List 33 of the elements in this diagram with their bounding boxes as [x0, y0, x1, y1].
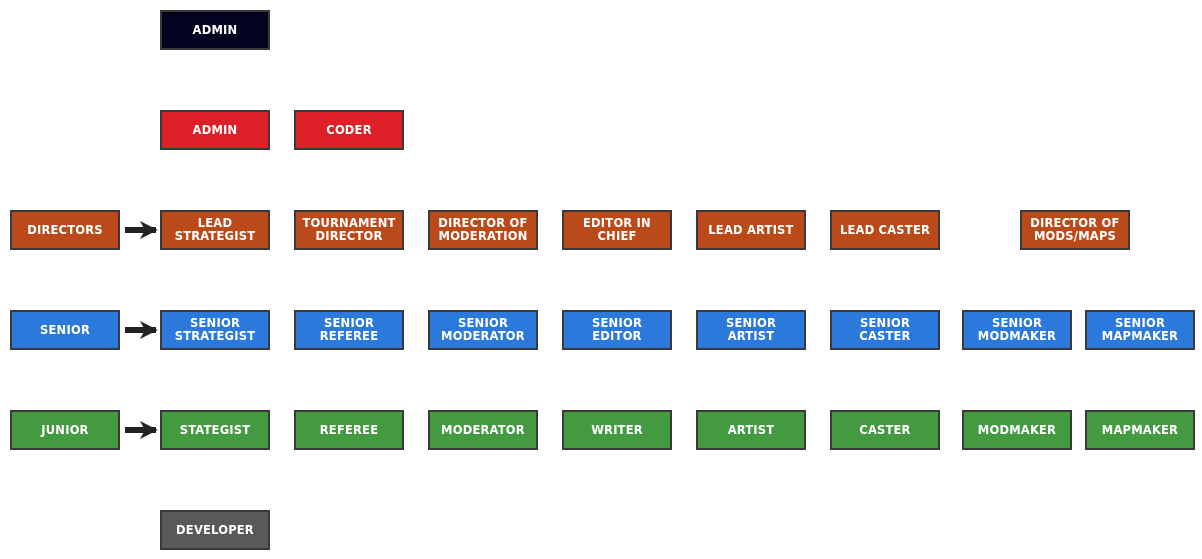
role-box: CODER	[294, 110, 404, 150]
role-box: SENIOR STRATEGIST	[160, 310, 270, 350]
role-box: SENIOR EDITOR	[562, 310, 672, 350]
role-box: LEAD CASTER	[830, 210, 940, 250]
role-box: SENIOR MODERATOR	[428, 310, 538, 350]
role-box: ADMIN	[160, 10, 270, 50]
role-box: DEVELOPER	[160, 510, 270, 550]
role-box: DIRECTOR OF MODERATION	[428, 210, 538, 250]
arrow	[125, 421, 158, 439]
role-box: SENIOR REFEREE	[294, 310, 404, 350]
tier-label-box: DIRECTORS	[10, 210, 120, 250]
tier-label-box: JUNIOR	[10, 410, 120, 450]
role-box: ARTIST	[696, 410, 806, 450]
role-box: CASTER	[830, 410, 940, 450]
arrow	[125, 321, 158, 339]
role-box: SENIOR ARTIST	[696, 310, 806, 350]
role-box: SENIOR MODMAKER	[962, 310, 1072, 350]
role-box: EDITOR IN CHIEF	[562, 210, 672, 250]
arrow	[125, 221, 158, 239]
role-box: MAPMAKER	[1085, 410, 1195, 450]
role-box: REFEREE	[294, 410, 404, 450]
role-box: LEAD ARTIST	[696, 210, 806, 250]
role-box: MODERATOR	[428, 410, 538, 450]
role-box: STATEGIST	[160, 410, 270, 450]
role-box: DIRECTOR OF MODS/MAPS	[1020, 210, 1130, 250]
role-box: MODMAKER	[962, 410, 1072, 450]
role-box: ADMIN	[160, 110, 270, 150]
role-box: SENIOR CASTER	[830, 310, 940, 350]
role-box: WRITER	[562, 410, 672, 450]
role-box: SENIOR MAPMAKER	[1085, 310, 1195, 350]
role-box: TOURNAMENT DIRECTOR	[294, 210, 404, 250]
tier-label-box: SENIOR	[10, 310, 120, 350]
role-box: LEAD STRATEGIST	[160, 210, 270, 250]
